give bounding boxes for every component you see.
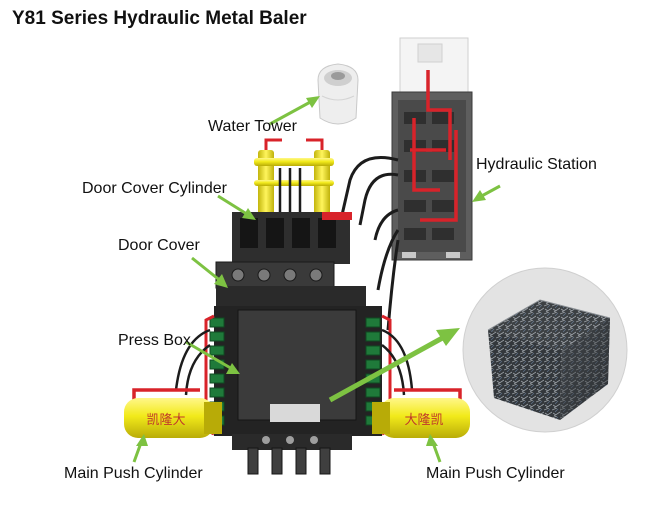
label-main-push-cylinder-left: Main Push Cylinder [64,465,203,482]
arrow-to-bale [328,333,448,403]
water-tower-part [317,63,359,125]
callout-arrows [132,96,501,463]
door-cover-cylinder-part [254,138,334,232]
arrow-door-cover-cylinder [217,194,251,218]
page-title: Y81 Series Hydraulic Metal Baler [12,8,307,29]
label-door-cover: Door Cover [118,237,200,254]
door-cover-part [215,261,366,308]
press-box-part [174,306,414,475]
label-hydraulic-station: Hydraulic Station [476,156,597,173]
arrow-press-box [185,340,235,372]
bale-inset-photo [462,267,628,433]
main-push-cylinder-right-part: 大隆凯 [372,388,470,438]
label-main-push-cylinder-right: Main Push Cylinder [426,465,565,482]
hydraulic-station-part [391,37,473,261]
arrow-water-tower [269,98,315,126]
label-door-cover-cylinder: Door Cover Cylinder [82,180,227,197]
arrow-door-cover [191,256,223,284]
cylinder-mark-left: 凯隆大 [146,413,185,428]
label-water-tower: Water Tower [208,118,297,135]
main-push-cylinder-left-part: 凯隆大 [124,388,222,438]
cylinder-mark-right: 大隆凯 [404,413,443,428]
label-press-box: Press Box [118,332,191,349]
